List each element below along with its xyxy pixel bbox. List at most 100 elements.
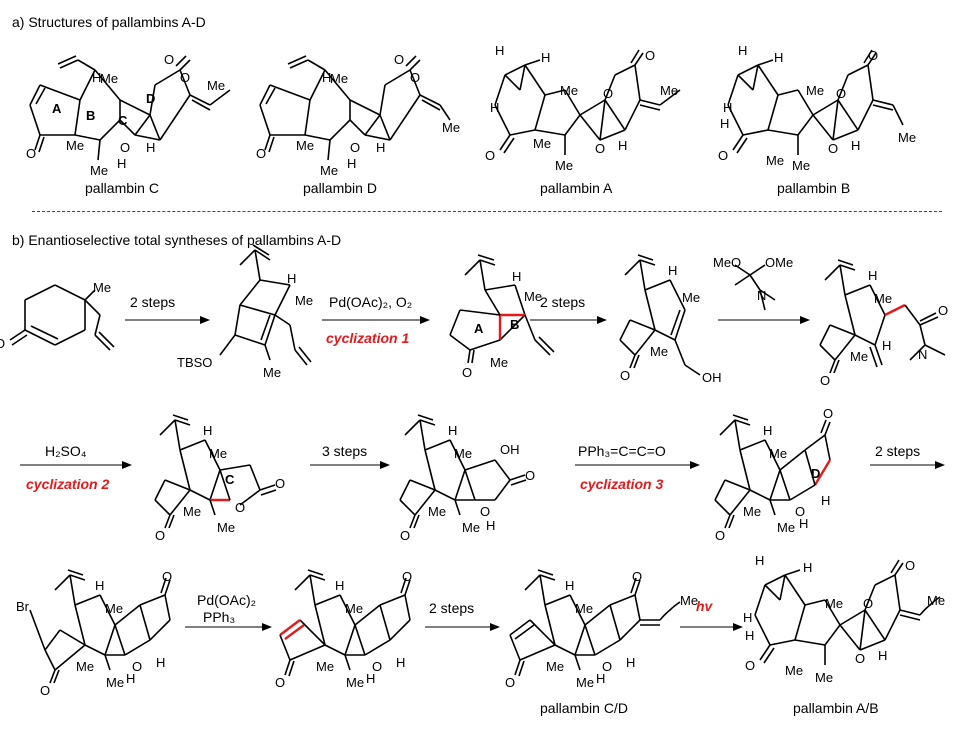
section-a-title: a) Structures of pallambins A-D xyxy=(12,14,206,30)
svg-text:Me: Me xyxy=(295,293,313,308)
svg-text:D: D xyxy=(811,466,820,481)
arrow-row1-step4 xyxy=(718,316,810,324)
svg-text:H: H xyxy=(626,655,635,670)
svg-text:O: O xyxy=(155,528,165,543)
svg-text:Me: Me xyxy=(183,504,201,519)
svg-text:A: A xyxy=(474,321,484,336)
svg-text:Me: Me xyxy=(66,138,84,153)
svg-text:O: O xyxy=(795,504,805,519)
svg-text:Me: Me xyxy=(874,291,892,306)
structure-butenolide-d: O H Me D Me Me O H H O xyxy=(714,406,833,543)
reagent-dma-dmf-acetal: MeO OMe N xyxy=(713,255,793,311)
svg-text:Me: Me xyxy=(330,71,348,86)
svg-text:H: H xyxy=(95,578,104,593)
svg-text:H: H xyxy=(720,116,729,131)
arrow-row3-step1 xyxy=(185,623,272,631)
svg-text:H: H xyxy=(287,271,296,286)
structure-pallambin-c: O H Me A B C D Me Me O H H O O Me xyxy=(26,52,231,178)
svg-text:Me: Me xyxy=(442,120,460,135)
svg-text:H: H xyxy=(376,140,385,155)
svg-text:H: H xyxy=(743,610,752,625)
svg-text:O: O xyxy=(715,528,725,543)
svg-text:O: O xyxy=(505,675,515,690)
svg-text:H: H xyxy=(596,671,605,686)
svg-text:O: O xyxy=(828,141,838,156)
svg-text:Me: Me xyxy=(346,675,364,690)
section-divider xyxy=(32,211,942,212)
svg-text:O: O xyxy=(820,373,830,388)
svg-text:O: O xyxy=(275,675,285,690)
svg-text:O: O xyxy=(256,146,266,161)
row1-step3-label: 2 steps xyxy=(540,294,586,310)
structure-bromo-ketone: Br O H Me Me Me O H H O xyxy=(16,569,172,698)
arrow-row3-step3 xyxy=(680,623,743,631)
svg-text:H: H xyxy=(878,648,887,663)
row1-cyclization-1: cyclization 1 xyxy=(326,330,410,346)
arrow-row1-step2 xyxy=(322,316,430,324)
svg-text:Me: Me xyxy=(792,158,810,173)
svg-text:Me: Me xyxy=(217,520,235,535)
svg-text:Me: Me xyxy=(576,675,594,690)
svg-text:Me: Me xyxy=(490,355,508,370)
svg-text:C: C xyxy=(225,472,235,487)
svg-text:O: O xyxy=(836,86,846,101)
svg-text:O: O xyxy=(632,569,642,584)
svg-text:H: H xyxy=(126,671,135,686)
svg-text:O: O xyxy=(938,303,948,318)
svg-text:H: H xyxy=(618,138,627,153)
svg-text:Me: Me xyxy=(766,153,784,168)
svg-text:OMe: OMe xyxy=(765,255,793,270)
svg-text:H: H xyxy=(448,423,457,438)
svg-text:Me: Me xyxy=(320,163,338,178)
row2-step2-label: 3 steps xyxy=(322,443,368,459)
svg-text:H: H xyxy=(799,516,808,531)
svg-text:H: H xyxy=(156,655,165,670)
svg-text:Me: Me xyxy=(743,504,761,519)
svg-text:H: H xyxy=(868,268,877,283)
svg-text:O: O xyxy=(603,86,613,101)
row2-step3-reagent: PPh₃=C=C=O xyxy=(578,443,666,459)
svg-text:Me: Me xyxy=(555,158,573,173)
svg-text:O: O xyxy=(394,52,404,67)
svg-text:B: B xyxy=(86,108,95,123)
svg-text:Me: Me xyxy=(769,446,787,461)
svg-text:H: H xyxy=(512,269,521,284)
svg-text:O: O xyxy=(235,500,245,515)
svg-text:Me: Me xyxy=(850,349,868,364)
svg-text:H: H xyxy=(396,655,405,670)
svg-text:Me: Me xyxy=(682,290,700,305)
svg-text:Me: Me xyxy=(927,593,945,608)
svg-text:H: H xyxy=(203,423,212,438)
structure-allylic-alcohol: O H Me Me OH xyxy=(619,254,722,385)
svg-text:Me: Me xyxy=(263,365,281,380)
row3-hv-label: hv xyxy=(696,598,713,614)
svg-text:Me: Me xyxy=(560,83,578,98)
svg-text:H: H xyxy=(495,43,504,58)
svg-text:H: H xyxy=(486,518,495,533)
svg-text:O: O xyxy=(823,406,833,421)
svg-text:H: H xyxy=(322,70,331,85)
svg-text:O: O xyxy=(863,596,873,611)
svg-text:H: H xyxy=(347,156,356,171)
arrow-row2-step1 xyxy=(20,461,132,469)
structure-lactone-c: O H Me C Me Me O O xyxy=(154,414,285,543)
svg-text:Me: Me xyxy=(207,78,225,93)
product-label-pallambin-ab: pallambin A/B xyxy=(793,700,879,716)
arrow-row1-step1 xyxy=(125,316,210,324)
svg-text:H: H xyxy=(763,423,772,438)
row2-cyclization-3: cyclization 3 xyxy=(580,476,664,492)
svg-text:H: H xyxy=(882,338,891,353)
svg-text:Me: Me xyxy=(90,163,108,178)
compound-label-pallambin-c: pallambin C xyxy=(85,180,159,196)
arrow-row2-step2 xyxy=(310,461,390,469)
svg-text:H: H xyxy=(490,100,499,115)
svg-text:O: O xyxy=(120,140,130,155)
svg-text:Me: Me xyxy=(898,130,916,145)
svg-text:C: C xyxy=(118,113,128,128)
svg-text:Me: Me xyxy=(533,136,551,151)
svg-text:H: H xyxy=(745,628,754,643)
svg-text:O: O xyxy=(164,52,174,67)
svg-text:O: O xyxy=(400,528,410,543)
svg-text:H: H xyxy=(146,140,155,155)
